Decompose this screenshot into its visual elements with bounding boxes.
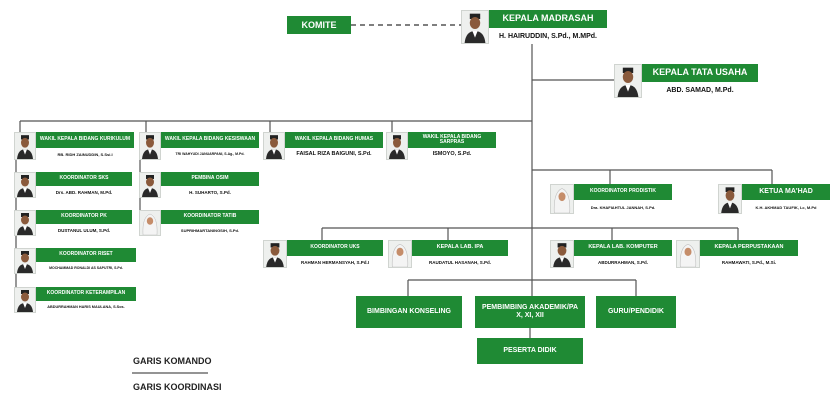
node-title: PEMBINA OSIM [161, 172, 259, 186]
node-title: KOORDINATOR UKS [287, 240, 383, 256]
node-title: KEPALA LAB. IPA [412, 240, 508, 256]
ketua-mahad-node: KETUA MA'HAD K.H. AKHMAD TAUFIK, Lc, M.P… [718, 184, 830, 214]
node-title: WAKIL KEPALA BIDANG KESISWAAN [161, 132, 259, 148]
male-avatar-icon [139, 172, 161, 198]
koordinator-tatib-node: KOORDINATOR TATIB SUPRIHMARTANINGSIH, S.… [139, 210, 259, 236]
node-name: K.H. AKHMAD TAUFIK, Lc, M.Pd [742, 200, 830, 214]
koordinator-keterampilan-node: KOORDINATOR KETERAMPILAN ABDURRAHMAN HAR… [14, 287, 136, 313]
wakil-kesiswaan-node: WAKIL KEPALA BIDANG KESISWAAN TRI WAHYUD… [139, 132, 259, 160]
male-avatar-icon [386, 132, 408, 160]
node-title: KOORDINATOR TATIB [161, 210, 259, 224]
node-title: KEPALA MADRASAH [489, 10, 607, 28]
node-name: RB. RIDH ZAINUDDIN, S.Ssi.I [36, 148, 134, 160]
wakil-kurikulum-node: WAKIL KEPALA BIDANG KURIKULUM RB. RIDH Z… [14, 132, 134, 160]
node-name: ABDURRAHMAN, S.Pd. [574, 256, 672, 268]
node-title: KEPALA PERPUSTAKAAN [700, 240, 798, 256]
male-avatar-icon [14, 132, 36, 160]
node-title: KETUA MA'HAD [742, 184, 830, 200]
koordinator-riset-node: KOORDINATOR RISET MOCHAMMAD RONALDI AS S… [14, 248, 136, 274]
node-name: Dra. KHAFIAHTUL JANNAH, S.Pd. [574, 200, 672, 214]
node-title: KOORDINATOR KETERAMPILAN [36, 287, 136, 301]
node-title: KEPALA LAB. KOMPUTER [574, 240, 672, 256]
koordinator-uks-node: KOORDINATOR UKS RAHMAN HERMANSYAH, S.Pd.… [263, 240, 383, 268]
female-avatar-icon [550, 184, 574, 214]
node-name: ABDURRAHMAN HARIS MAULANA, S.Sos. [36, 301, 136, 313]
node-title: KOORDINATOR PK [36, 210, 132, 224]
male-avatar-icon [139, 132, 161, 160]
wakil-sarpras-node: WAKIL KEPALA BIDANG SARPRAS ISMOYO, S.Pd… [386, 132, 496, 160]
female-avatar-icon [676, 240, 700, 268]
node-name: SUPRIHMARTANINGSIH, S.Pd. [161, 224, 259, 236]
node-name: RAHMAWATI, S.Pd., M.Si. [700, 256, 798, 268]
kepala-madrasah-node: KEPALA MADRASAH H. HAIRUDDIN, S.Pd., M.M… [461, 10, 607, 44]
kepala-tu-node: KEPALA TATA USAHA ABD. SAMAD, M.Pd. [614, 64, 758, 98]
node-title: KOORDINATOR RISET [36, 248, 136, 262]
peserta-didik-box: PESERTA DIDIK [477, 338, 583, 364]
node-name: RAHMAN HERMANSYAH, S.Pd.I [287, 256, 383, 268]
male-avatar-icon [550, 240, 574, 268]
node-title: WAKIL KEPALA BIDANG HUMAS [285, 132, 383, 148]
node-name: H. SUHARTO, S.Pd. [161, 186, 259, 198]
node-name: H. HAIRUDDIN, S.Pd., M.MPd. [489, 28, 607, 44]
wakil-humas-node: WAKIL KEPALA BIDANG HUMAS FAISAL RIZA BA… [263, 132, 383, 160]
male-avatar-icon [263, 240, 287, 268]
koordinator-pk-node: KOORDINATOR PK DUSTANUL ULUM, S.Pd. [14, 210, 132, 236]
node-name: ISMOYO, S.Pd. [408, 148, 496, 160]
koordinator-sks-node: KOORDINATOR SKS Drs. ABD. RAHMAN, M.Pd. [14, 172, 132, 198]
female-avatar-icon [139, 210, 161, 236]
male-avatar-icon [614, 64, 642, 98]
pembimbing-akademik-box: PEMBIMBING AKADEMIK/PA X, XI, XII [475, 296, 585, 328]
node-name: TRI WAHYUDI JANUARPANI, S.Ag., M.Pd. [161, 148, 259, 160]
guru-pendidik-box: GURU/PENDIDIK [596, 296, 676, 328]
male-avatar-icon [14, 287, 36, 313]
node-name: DUSTANUL ULUM, S.Pd. [36, 224, 132, 236]
male-avatar-icon [14, 172, 36, 198]
node-title: WAKIL KEPALA BIDANG SARPRAS [408, 132, 496, 148]
legend-komando: GARIS KOMANDO [133, 356, 212, 366]
legend-koordinasi: GARIS KOORDINASI [133, 382, 222, 392]
node-title: KOORDINATOR PRODISTIK [574, 184, 672, 200]
node-name: FAISAL RIZA BAIGUNI, S.Pd. [285, 148, 383, 160]
male-avatar-icon [14, 210, 36, 236]
male-avatar-icon [263, 132, 285, 160]
node-title: KOORDINATOR SKS [36, 172, 132, 186]
koordinator-prodistik-node: KOORDINATOR PRODISTIK Dra. KHAFIAHTUL JA… [550, 184, 672, 214]
kepala-lab-komputer-node: KEPALA LAB. KOMPUTER ABDURRAHMAN, S.Pd. [550, 240, 672, 268]
female-avatar-icon [388, 240, 412, 268]
pembina-osim-node: PEMBINA OSIM H. SUHARTO, S.Pd. [139, 172, 259, 198]
node-name: Drs. ABD. RAHMAN, M.Pd. [36, 186, 132, 198]
komite-box: KOMITE [287, 16, 351, 34]
node-name: RAUDATUL HASANAH, S.Pd. [412, 256, 508, 268]
kepala-perpustakaan-node: KEPALA PERPUSTAKAAN RAHMAWATI, S.Pd., M.… [676, 240, 798, 268]
node-title: KEPALA TATA USAHA [642, 64, 758, 82]
node-title: WAKIL KEPALA BIDANG KURIKULUM [36, 132, 134, 148]
male-avatar-icon [14, 248, 36, 274]
male-avatar-icon [718, 184, 742, 214]
node-name: MOCHAMMAD RONALDI AS SAPUTRI, S.Pd. [36, 262, 136, 274]
male-avatar-icon [461, 10, 489, 44]
kepala-lab-ipa-node: KEPALA LAB. IPA RAUDATUL HASANAH, S.Pd. [388, 240, 508, 268]
bimbingan-konseling-box: BIMBINGAN KONSELING [356, 296, 462, 328]
node-name: ABD. SAMAD, M.Pd. [642, 82, 758, 98]
